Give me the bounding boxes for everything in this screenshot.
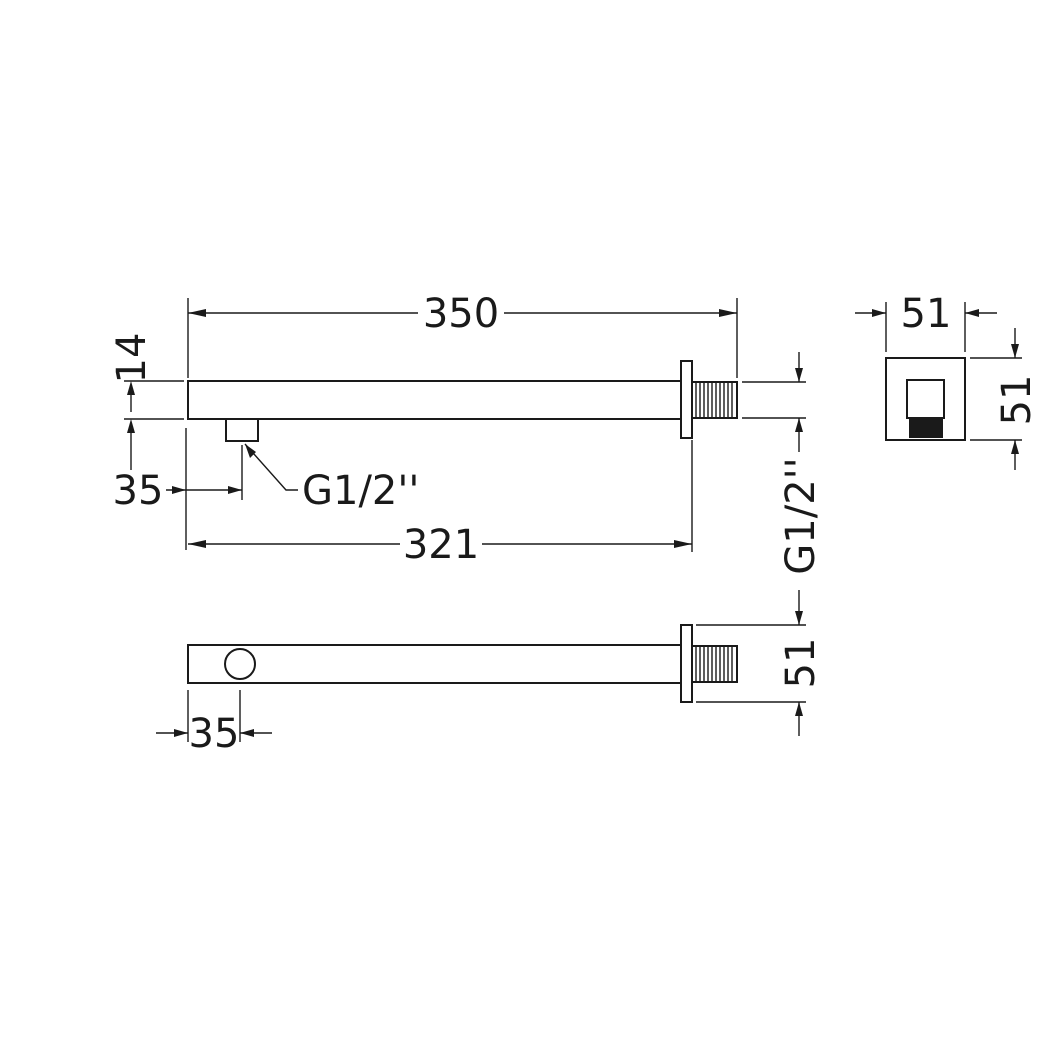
side-view xyxy=(187,360,738,442)
dimension-35-top: 35 xyxy=(113,428,243,550)
arm-body xyxy=(187,380,682,420)
thread-inlet-label: G1/2'' xyxy=(778,457,824,574)
dimension-plate-width: 51 xyxy=(901,291,952,337)
dimension-outlet-position: 35 xyxy=(113,468,164,514)
arm-square-section xyxy=(906,379,945,419)
dimension-35-bottom: 35 xyxy=(156,690,272,757)
dimension-51-plate-width: 51 xyxy=(855,291,997,352)
end-view-thread xyxy=(909,418,943,438)
thread-outlet-callout: G1/2'' xyxy=(244,443,419,514)
arm-bottom-body xyxy=(187,644,682,684)
wall-plate xyxy=(885,357,966,441)
dimension-321: 321 xyxy=(188,440,693,568)
dimension-51-plate-height: 51 xyxy=(970,328,1040,470)
dimension-overall-length: 350 xyxy=(423,291,499,337)
dimension-arm-height: 14 xyxy=(109,333,155,384)
thread-inlet-dimension: G1/2'' xyxy=(742,352,824,575)
outlet-stub xyxy=(225,418,259,442)
end-view xyxy=(885,357,966,441)
wall-flange-bottom xyxy=(680,624,693,703)
dimension-arm-width: 51 xyxy=(778,638,824,689)
thread-lines-bottom xyxy=(695,646,733,682)
dimension-14: 14 xyxy=(109,333,184,470)
threaded-inlet xyxy=(691,381,738,419)
thread-outlet-label: G1/2'' xyxy=(302,468,419,514)
dimension-51-bottom: 51 xyxy=(696,590,824,736)
dimension-350: 350 xyxy=(187,291,738,378)
thread-lines xyxy=(695,382,733,418)
wall-flange xyxy=(680,360,693,439)
dimension-plate-height: 51 xyxy=(994,375,1040,426)
dimension-bottom-outlet-offset: 35 xyxy=(189,711,240,757)
outlet-circle xyxy=(224,648,256,680)
dimension-arm-length: 321 xyxy=(403,522,479,568)
threaded-inlet-bottom xyxy=(691,645,738,683)
bottom-view xyxy=(187,624,738,703)
